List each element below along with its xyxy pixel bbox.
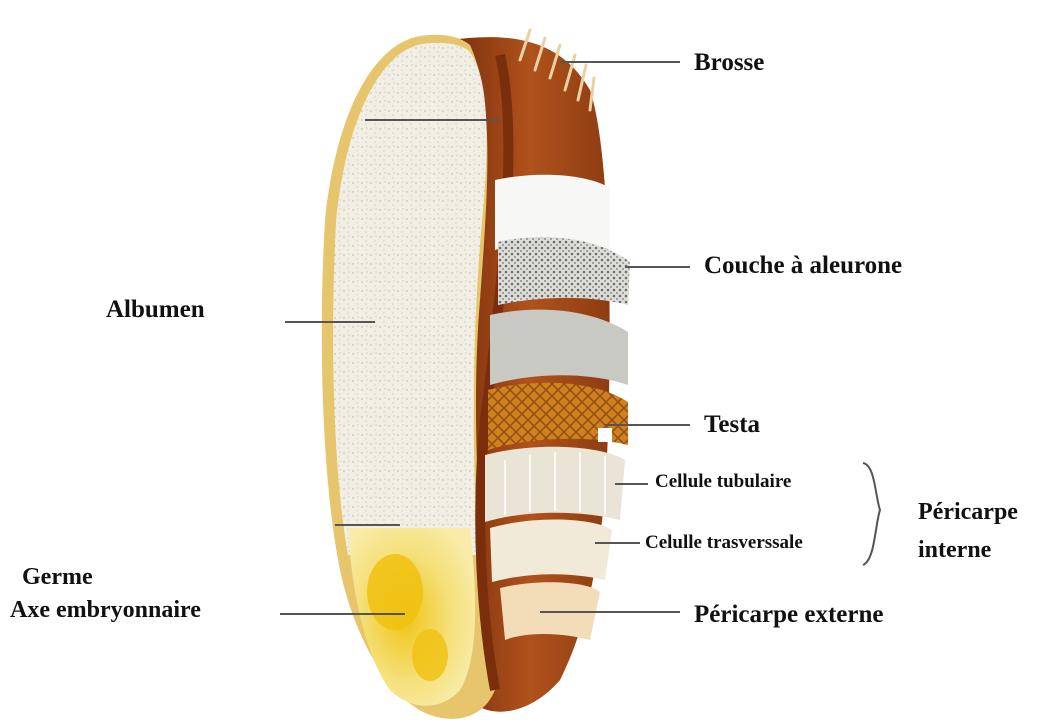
label-cellule-tubulaire: Cellule tubulaire [655,472,791,491]
label-germe: Germe [22,565,93,589]
embryo-root [412,629,448,681]
label-pericarpe-externe: Péricarpe externe [694,602,883,627]
embryo-axis [367,554,423,630]
label-brosse: Brosse [694,50,764,75]
label-testa: Testa [704,412,760,437]
aleurone-layer [498,237,630,305]
testa-marker [598,428,612,442]
cross-cell-layer [490,520,612,582]
label-albumen: Albumen [106,297,205,322]
label-axe-embryonnaire: Axe embryonnaire [10,598,201,622]
label-pericarpe-interne-1: Péricarpe [918,500,1018,524]
label-pericarpe-interne-2: interne [918,538,991,562]
label-celulle-trasverssale: Celulle trasverssale [645,533,803,552]
label-couche-aleurone: Couche à aleurone [704,253,902,278]
